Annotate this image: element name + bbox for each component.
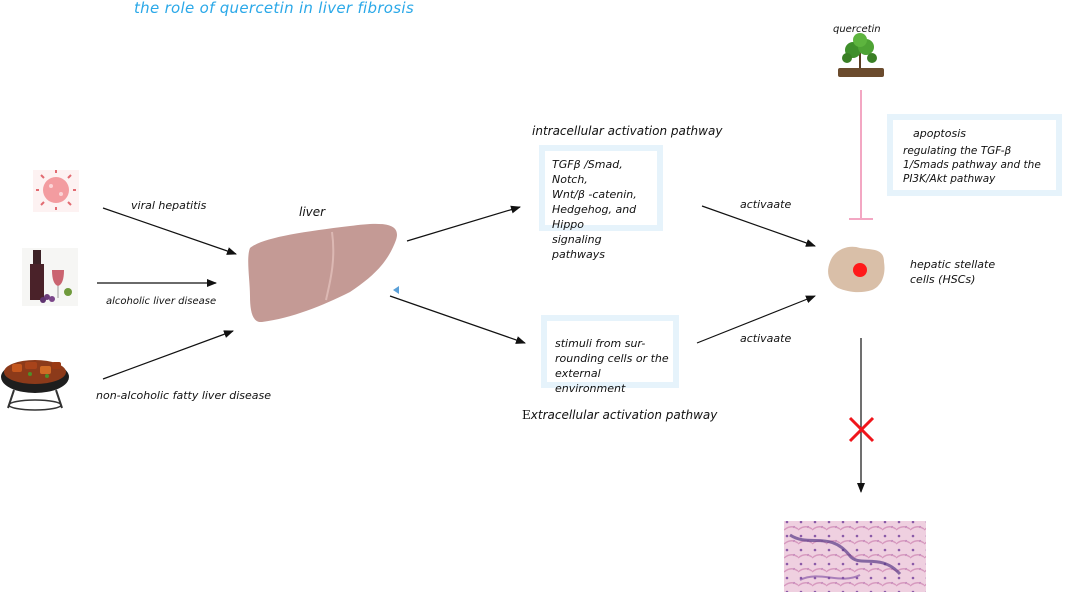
liver-icon [248, 223, 399, 323]
arrow-liver-to-extracellular [389, 295, 526, 344]
fibrosis-tissue-icon [784, 521, 926, 592]
heading-extracellular-initial: E [522, 408, 531, 422]
label-hsc: hepatic stellate cells (HSCs) [910, 258, 996, 286]
barbecue-icon [1, 360, 69, 411]
label-liver: liver [299, 205, 326, 219]
text-extracellular: stimuli from sur- rounding cells or the … [555, 337, 669, 395]
box-intracellular: TGFβ /Smad, Notch, Wnt/β -catenin, Hedge… [539, 145, 663, 261]
heading-apoptosis: apoptosis [913, 127, 966, 140]
virus-icon [33, 170, 79, 212]
hsc-cell-icon [828, 246, 885, 293]
label-alcoholic-liver-disease: alcoholic liver disease [106, 296, 217, 307]
heading-extracellular-rest: xtracellular activation pathway [530, 408, 718, 422]
label-activate-bottom: activaate [740, 332, 792, 345]
label-activate-top: activaate [740, 198, 792, 211]
box-apoptosis: apoptosis regulating the TGF-β 1/Smads p… [887, 114, 1062, 196]
arrow-liver-to-intracellular [406, 205, 521, 242]
wine-icon [22, 248, 78, 306]
heading-extracellular: Extracellular activation pathway [522, 408, 717, 423]
label-nafld: non-alcoholic fatty liver disease [96, 389, 272, 402]
arrow-nafld-to-liver [102, 330, 234, 380]
heading-intracellular: intracellular activation pathway [532, 124, 723, 138]
text-apoptosis: regulating the TGF-β 1/Smads pathway and… [903, 145, 1041, 185]
arrow-extracellular-to-hsc [696, 295, 816, 344]
block-x-icon [848, 416, 875, 443]
label-quercetin: quercetin [833, 24, 881, 35]
box-extracellular: stimuli from sur- rounding cells or the … [541, 315, 679, 395]
diagram-title: the role of quercetin in liver fibrosis [134, 0, 414, 17]
plant-icon [838, 33, 884, 77]
inhibition-line [849, 90, 873, 220]
text-intracellular: TGFβ /Smad, Notch, Wnt/β -catenin, Hedge… [552, 158, 637, 261]
arrow-intracellular-to-hsc [701, 205, 816, 247]
label-viral-hepatitis: viral hepatitis [131, 199, 207, 212]
arrow-viral-to-liver [102, 207, 237, 255]
